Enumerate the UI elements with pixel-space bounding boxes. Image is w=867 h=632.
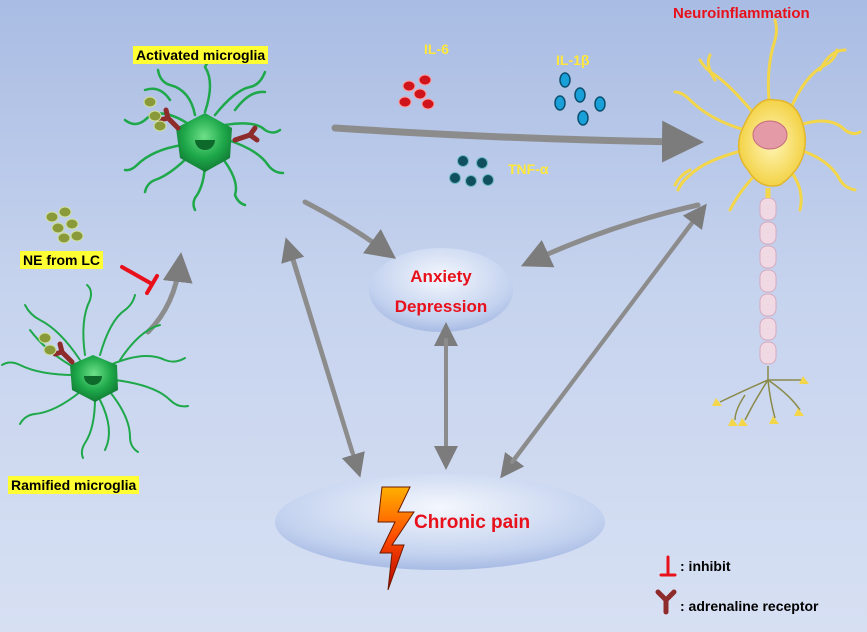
anxiety-label: Anxiety (410, 267, 472, 286)
ramified-microglia-cell (1, 284, 189, 459)
il6-dots (398, 74, 435, 110)
legend-inhibit-icon (659, 555, 677, 577)
tnfa-dots (449, 155, 494, 187)
arrow-pain-to-neuron (510, 203, 707, 464)
chronic-pain-label: Chronic pain (414, 512, 531, 533)
legend-inhibit-text: : inhibit (680, 558, 731, 574)
arrow-ramified-to-activated (145, 252, 193, 335)
neuroinflammation-label: Neuroinflammation (673, 5, 810, 22)
ramified-microglia-label: Ramified microglia (8, 476, 140, 494)
tnfa-label: TNF-α (508, 161, 549, 177)
arrow-microglia-to-anxiety (302, 199, 397, 259)
chronic-pain-ellipse (275, 474, 605, 570)
anxiety-depression-ellipse (369, 248, 513, 332)
activated-microglia-label: Activated microglia (133, 46, 269, 64)
il1b-label: IL-1β (556, 52, 590, 68)
il6-label: IL-6 (424, 41, 449, 57)
il1b-dots (554, 72, 606, 126)
neuron-cell (673, 18, 862, 426)
lightning-bolt-icon (377, 486, 415, 591)
depression-label: Depression (394, 297, 488, 316)
ne-dots (45, 206, 84, 244)
arrow-pain-to-microglia (281, 237, 354, 454)
arrow-neuron-to-anxiety (520, 202, 701, 268)
ne-from-lc-label: NE from LC (20, 251, 103, 269)
activated-microglia-cell (123, 57, 285, 212)
arrow-microglia-to-neuron (331, 120, 704, 163)
legend-receptor-icon (655, 589, 677, 615)
inhibit-symbol (120, 265, 159, 295)
legend-receptor-text: : adrenaline receptor (680, 598, 819, 614)
